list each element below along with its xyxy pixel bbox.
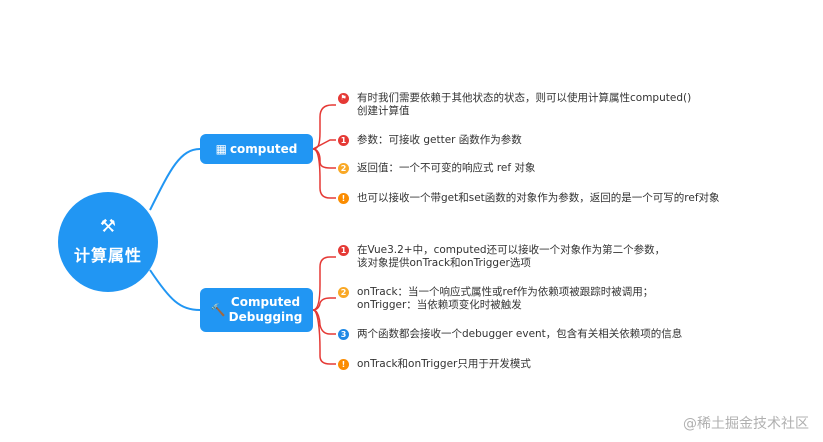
leaf-debugging-hooks: 2 onTrack：当一个响应式属性或ref作为依赖项被跟踪时被调用； onTr… [338, 286, 653, 312]
priority-1-icon: 1 [338, 135, 349, 146]
branch-computed: ▦ computed [200, 134, 313, 164]
leaf-computed-return: 2 返回值：一个不可变的响应式 ref 对象 [338, 162, 535, 175]
calendar-icon: ▦ [215, 142, 227, 156]
leaf-text: 返回值：一个不可变的响应式 ref 对象 [357, 162, 536, 174]
connector-root-debugging [149, 269, 201, 311]
connector-computed-leaf-2 [312, 139, 336, 150]
connector-debugging-leaf-2 [312, 297, 336, 311]
leaf-text: 参数：可接收 getter 函数作为参数 [357, 134, 522, 146]
root-title: 计算属性 [73, 246, 142, 265]
connector-computed-leaf-4 [312, 148, 336, 199]
leaf-debugging-options: 1 在Vue3.2+中，computed还可以接收一个对象作为第二个参数， 该对… [338, 244, 665, 270]
branch-computed-debugging: 🔨 Computed Debugging [200, 288, 313, 332]
leaf-text: 在Vue3.2+中，computed还可以接收一个对象作为第二个参数， 该对象提… [357, 244, 666, 269]
root-node: ⚒ 计算属性 [58, 192, 158, 292]
leaf-debugging-event: 3 两个函数都会接收一个debugger event，包含有关相关依赖项的信息 [338, 328, 682, 341]
priority-3-icon: 3 [338, 329, 349, 340]
connector-root-computed [149, 148, 201, 211]
branch-computed-label: computed [229, 142, 298, 156]
hammer-icon: 🔨 [210, 302, 226, 317]
branch-debugging-label: Computed Debugging [228, 295, 303, 324]
leaf-text: onTrack：当一个响应式属性或ref作为依赖项被跟踪时被调用； onTrig… [357, 286, 654, 311]
priority-1-icon: 1 [338, 245, 349, 256]
leaf-computed-param: 1 参数：可接收 getter 函数作为参数 [338, 134, 522, 147]
connector-debugging-leaf-4 [312, 309, 336, 365]
connector-debugging-leaf-1 [312, 256, 336, 311]
watermark: @稀土掘金技术社区 [683, 416, 809, 432]
leaf-text: 两个函数都会接收一个debugger event，包含有关相关依赖项的信息 [357, 328, 683, 340]
hammer-pick-icon: ⚒ [99, 216, 117, 237]
exclamation-icon: ! [338, 193, 349, 204]
leaf-computed-intro: ⚑ 有时我们需要依赖于其他状态的状态，则可以使用计算属性computed() 创… [338, 92, 691, 118]
leaf-text: onTrack和onTrigger只用于开发模式 [357, 358, 531, 370]
connector-debugging-leaf-3 [312, 309, 336, 335]
leaf-text: 也可以接收一个带get和set函数的对象作为参数，返回的是一个可写的ref对象 [357, 192, 720, 204]
exclamation-icon: ! [338, 359, 349, 370]
priority-2-icon: 2 [338, 287, 349, 298]
flag-icon: ⚑ [338, 93, 349, 104]
connector-computed-leaf-3 [312, 148, 336, 169]
leaf-debugging-devmode: ! onTrack和onTrigger只用于开发模式 [338, 358, 531, 371]
leaf-text: 有时我们需要依赖于其他状态的状态，则可以使用计算属性computed() 创建计… [357, 92, 692, 117]
priority-2-icon: 2 [338, 163, 349, 174]
leaf-computed-writable: ! 也可以接收一个带get和set函数的对象作为参数，返回的是一个可写的ref对… [338, 192, 720, 205]
